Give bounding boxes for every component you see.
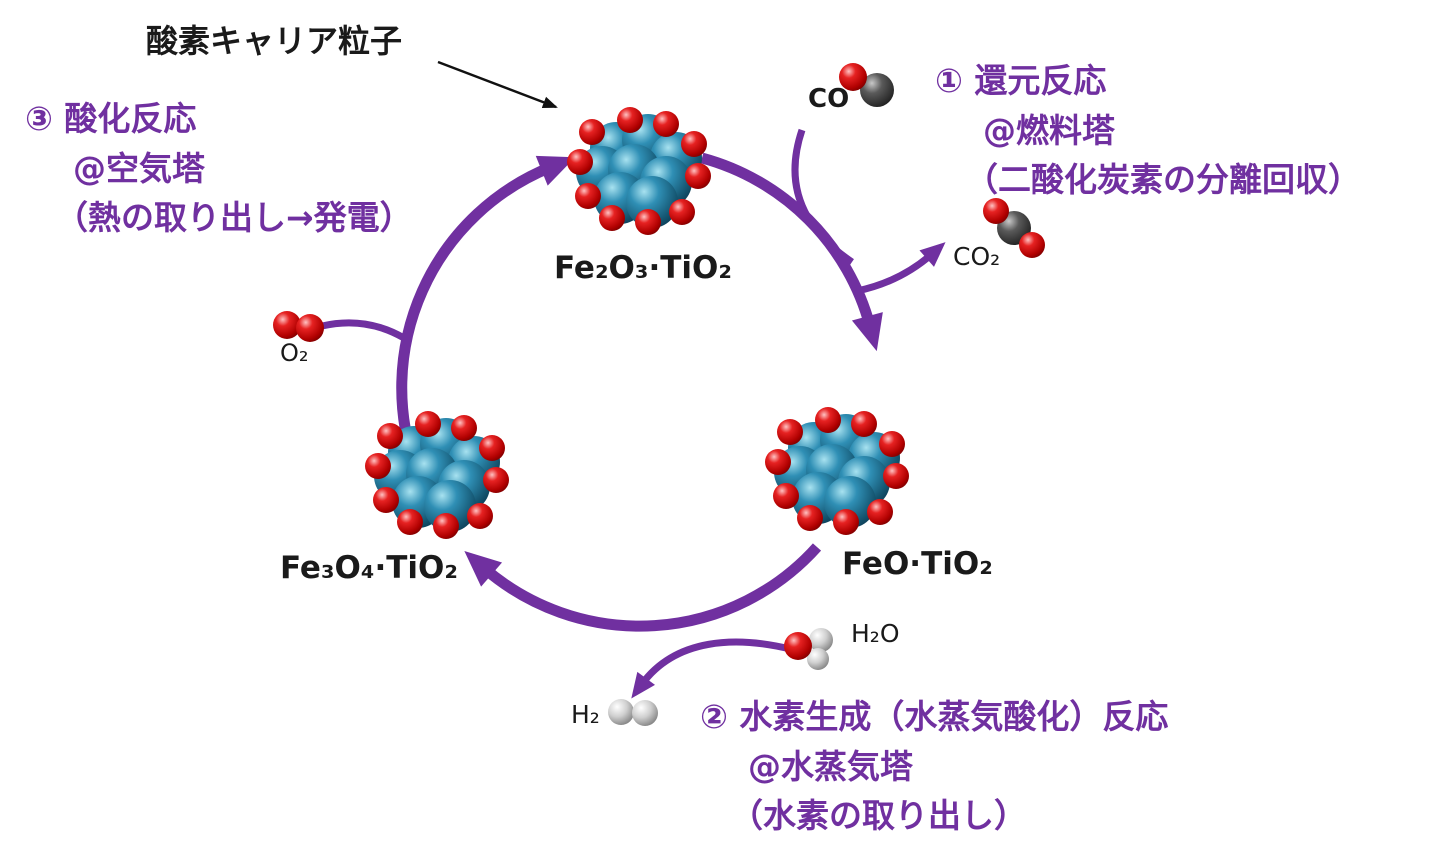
cycle-arc-right-to-left bbox=[464, 543, 822, 632]
annotation-line: @水蒸気塔 bbox=[748, 746, 913, 786]
compound-label-feo-tio2: FeO·TiO₂ bbox=[842, 546, 993, 582]
co2-outflow-arrow bbox=[856, 242, 946, 295]
oxygen-carrier-label: 酸素キャリア粒子 bbox=[146, 22, 403, 60]
annotation-reduction-reaction: ① 還元反応 @燃料塔 （二酸化炭素の分離回収） bbox=[935, 56, 1361, 205]
co-inflow-arrow bbox=[791, 128, 854, 265]
annotation-hydrogen-generation-reaction: ② 水素生成（水蒸気酸化）反応 @水蒸気塔 （水素の取り出し） bbox=[700, 692, 1168, 841]
annotation-line: （水素の取り出し） bbox=[730, 796, 1027, 835]
compound-label-fe3o4-tio2: Fe₃O₄·TiO₂ bbox=[280, 550, 458, 586]
annotation-line: （熱の取り出し→発電） bbox=[55, 198, 413, 237]
annotation-line: @燃料塔 bbox=[983, 110, 1115, 150]
particle-cluster-fe2o3-tio2 bbox=[567, 107, 711, 235]
h2-label: H₂ bbox=[571, 700, 600, 729]
h2o-to-h2-arrow bbox=[631, 638, 791, 699]
h2o-label: H₂O bbox=[851, 619, 900, 648]
annotation-oxidation-reaction: ③ 酸化反応 @空気塔 （熱の取り出し→発電） bbox=[25, 94, 413, 243]
cycle-arc-top-to-right bbox=[700, 152, 883, 352]
o2-label: O₂ bbox=[280, 339, 309, 367]
co2-molecule bbox=[983, 198, 1045, 258]
h2-molecule bbox=[608, 699, 658, 726]
h2o-molecule bbox=[784, 628, 833, 670]
annotation-line: @空気塔 bbox=[73, 148, 205, 188]
annotation-line: ② 水素生成（水蒸気酸化）反応 bbox=[700, 697, 1169, 736]
co-molecule bbox=[839, 63, 894, 107]
o2-inflow-arrow bbox=[321, 319, 406, 342]
particle-cluster-fe3o4-tio2 bbox=[365, 411, 509, 539]
annotation-line: ③ 酸化反応 bbox=[25, 99, 197, 138]
annotation-line: （二酸化炭素の分離回収） bbox=[965, 160, 1361, 199]
o2-molecule bbox=[273, 311, 324, 342]
cycle-arc-left-to-top bbox=[396, 155, 576, 471]
annotation-line: ① 還元反応 bbox=[935, 61, 1107, 100]
co2-label: CO₂ bbox=[953, 242, 1001, 271]
particle-cluster-feo-tio2 bbox=[765, 407, 909, 535]
pointer-arrow bbox=[437, 60, 558, 109]
co-label: CO bbox=[808, 84, 850, 114]
compound-label-fe2o3-tio2: Fe₂O₃·TiO₂ bbox=[554, 250, 732, 286]
